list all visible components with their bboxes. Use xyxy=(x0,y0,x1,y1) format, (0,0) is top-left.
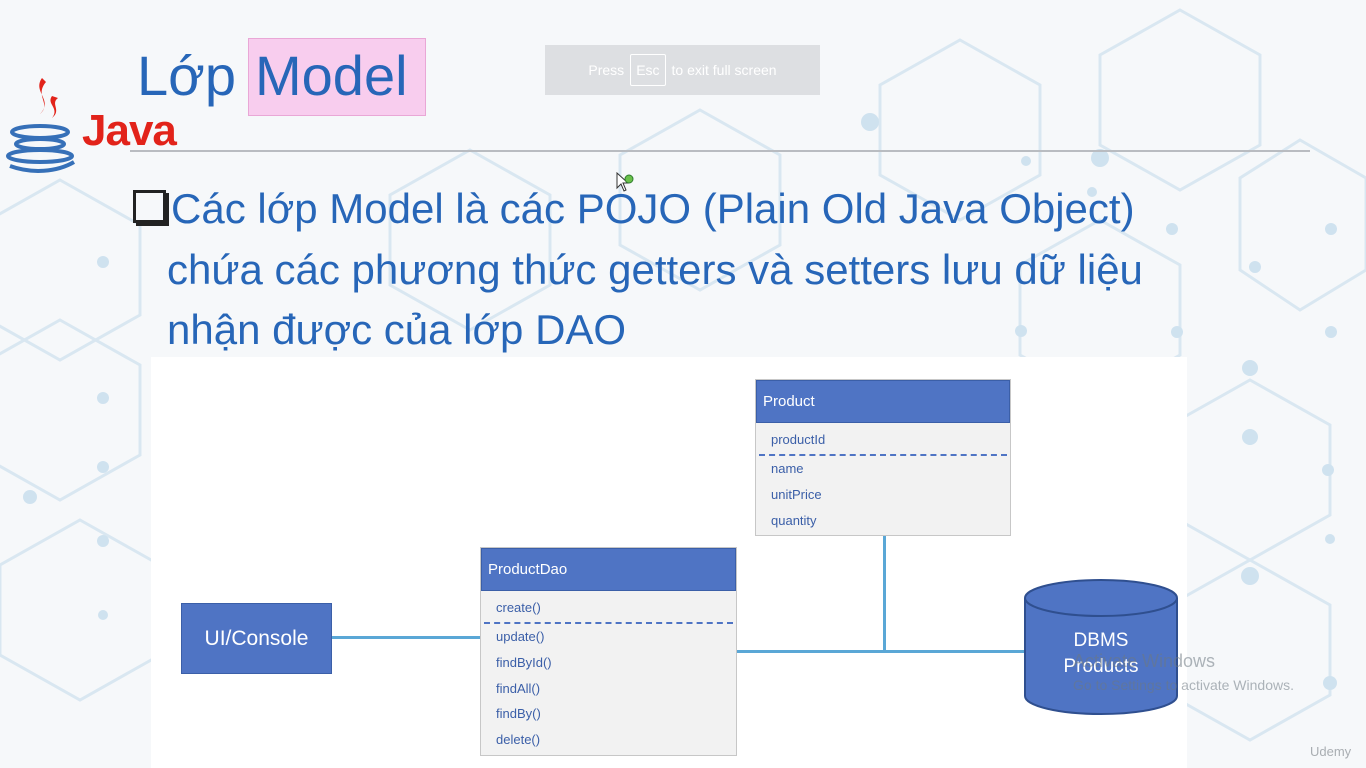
product-field: quantity xyxy=(771,513,817,528)
product-class-header: Product xyxy=(756,380,1010,423)
activate-windows-title: Activate Windows xyxy=(1073,651,1216,671)
title-divider xyxy=(130,150,1310,152)
dao-method: findBy() xyxy=(496,706,541,721)
bullet-line-1: Các lớp Model là các POJO (Plain Old Jav… xyxy=(171,185,1135,232)
fullscreen-press-text: Press xyxy=(588,62,625,78)
esc-key-badge: Esc xyxy=(630,54,666,86)
product-field: name xyxy=(771,461,804,476)
slide-title-part2: Model xyxy=(255,44,408,107)
dashed-separator xyxy=(759,454,1007,456)
dashed-separator xyxy=(484,622,733,624)
database-label-line1: DBMS xyxy=(1073,630,1129,651)
productdao-class-header: ProductDao xyxy=(481,548,736,591)
mouse-cursor-icon xyxy=(616,172,634,192)
database-label: DBMS Products xyxy=(1023,628,1179,680)
activate-windows-subtitle: Go to Settings to activate Windows. xyxy=(1073,677,1294,693)
connector-ui-dao xyxy=(332,636,480,639)
bullet-line-3: nhận được của lớp DAO xyxy=(167,306,627,353)
connector-dao-db xyxy=(737,650,1025,653)
dao-method: update() xyxy=(496,629,545,644)
dao-method: delete() xyxy=(496,732,541,747)
connector-product xyxy=(883,536,886,651)
udemy-watermark: Udemy xyxy=(1310,744,1352,759)
fullscreen-rest-text: to exit full screen xyxy=(671,62,777,78)
product-class-box: Product productId name unitPrice quantit… xyxy=(755,379,1011,536)
java-logo-icon xyxy=(6,78,76,173)
java-logo xyxy=(2,74,177,178)
slide-title-part1: Lớp xyxy=(137,44,237,107)
database-label-line2: Products xyxy=(1063,656,1139,677)
dao-method: create() xyxy=(496,600,541,615)
bullet-line-2: chứa các phương thức getters và setters … xyxy=(167,246,1143,293)
dao-method: findById() xyxy=(496,655,552,670)
bullet-square-icon xyxy=(133,190,169,226)
dao-method: findAll() xyxy=(496,681,541,696)
title-highlight xyxy=(248,38,426,116)
productdao-class-box: ProductDao create() update() findById() … xyxy=(480,547,737,756)
product-field: productId xyxy=(771,432,826,447)
database-cylinder-icon xyxy=(1024,579,1178,715)
fullscreen-notice: Press Esc to exit full screen xyxy=(545,45,820,95)
java-logo-text: Java xyxy=(82,106,177,155)
ui-console-box: UI/Console xyxy=(181,603,332,674)
product-field: unitPrice xyxy=(771,487,822,502)
